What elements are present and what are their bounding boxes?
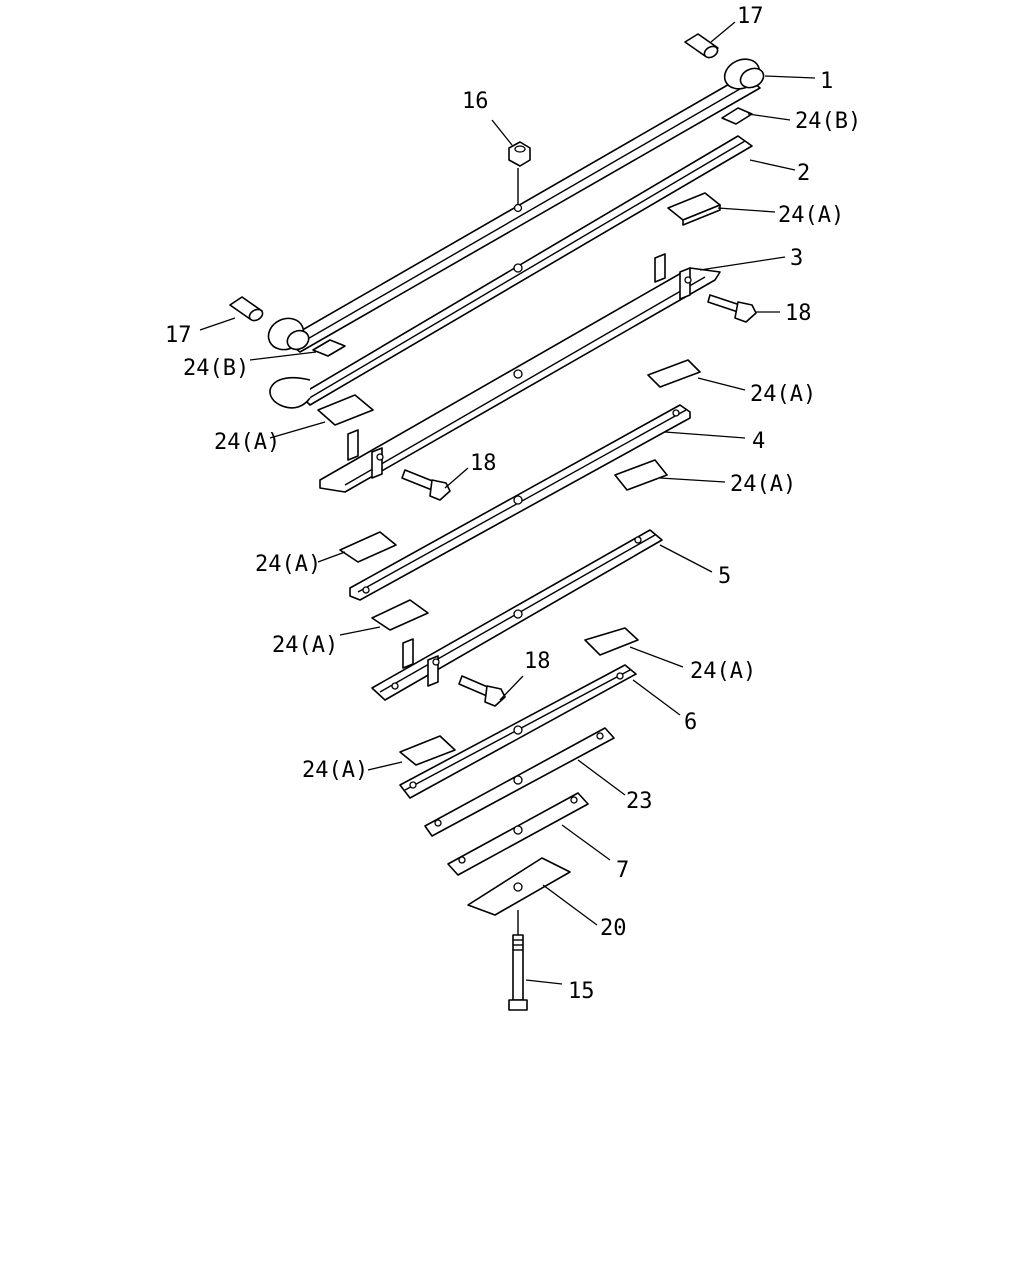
callout-24a-1: 24(A) xyxy=(778,203,844,228)
pad-24a-4 xyxy=(614,459,668,491)
pad-24a-7 xyxy=(584,627,639,656)
callout-1: 1 xyxy=(820,69,833,94)
bolt-18-top xyxy=(707,294,757,323)
callout-24b-top: 24(B) xyxy=(795,109,861,134)
leader-lines xyxy=(199,21,816,985)
callout-24a-6: 24(A) xyxy=(272,633,338,658)
callout-5: 5 xyxy=(718,564,731,589)
callout-24a-5: 24(A) xyxy=(255,552,321,577)
leaf-4 xyxy=(349,404,691,601)
pad-24a-6 xyxy=(371,599,429,631)
callout-18-top: 18 xyxy=(785,301,812,326)
callout-23: 23 xyxy=(626,789,653,814)
callout-24a-8: 24(A) xyxy=(302,758,368,783)
leaf-23 xyxy=(424,727,615,837)
callout-7: 7 xyxy=(616,858,629,883)
pad-24a-5 xyxy=(339,531,397,563)
leaf-3 xyxy=(319,253,721,493)
leaf-5 xyxy=(371,529,663,701)
callout-3: 3 xyxy=(790,246,803,271)
callout-24a-2: 24(A) xyxy=(214,430,280,455)
pad-24b-top xyxy=(721,107,753,125)
callout-16: 16 xyxy=(462,89,489,114)
callout-24a-3: 24(A) xyxy=(750,382,816,407)
plate-20 xyxy=(467,857,571,916)
leaf-2 xyxy=(269,135,753,409)
callout-24a-7: 24(A) xyxy=(690,659,756,684)
callout-18-mid: 18 xyxy=(470,451,497,476)
pad-24a-8 xyxy=(399,735,456,766)
nut-16 xyxy=(508,141,531,205)
callout-20: 20 xyxy=(600,916,627,941)
leaf-1 xyxy=(267,58,765,353)
bolt-18-mid xyxy=(401,469,451,501)
bushing-17-top xyxy=(684,33,719,59)
bushing-17-left xyxy=(229,296,264,322)
bolt-18-low xyxy=(458,675,506,707)
center-bolt-15 xyxy=(508,910,528,1011)
callout-2: 2 xyxy=(797,161,810,186)
leaf-7 xyxy=(447,792,589,876)
leaf-6 xyxy=(399,664,637,799)
pad-24a-3 xyxy=(317,394,374,426)
pad-24b-left xyxy=(312,339,346,357)
callout-6: 6 xyxy=(684,710,697,735)
callout-17-top: 17 xyxy=(737,4,764,29)
callout-17-left: 17 xyxy=(165,323,192,348)
callout-4: 4 xyxy=(752,429,765,454)
callout-24b-left: 24(B) xyxy=(183,356,249,381)
pad-24a-1 xyxy=(667,192,721,226)
callout-24a-4: 24(A) xyxy=(730,472,796,497)
pad-24a-2 xyxy=(647,359,701,388)
callout-15: 15 xyxy=(568,979,595,1004)
callout-18-low: 18 xyxy=(524,649,551,674)
